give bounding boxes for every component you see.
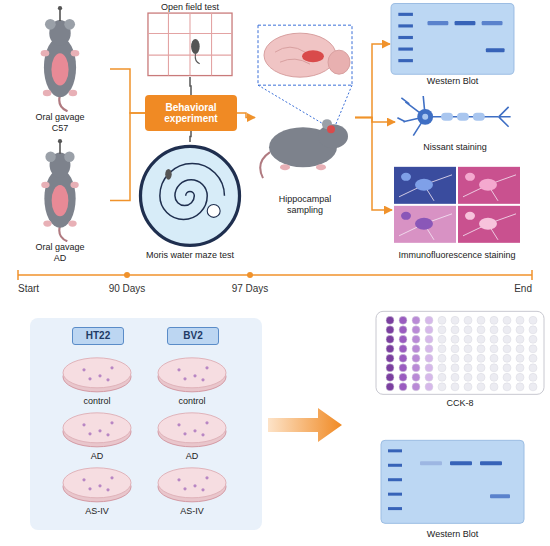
node-text: Western Blot bbox=[427, 529, 478, 539]
node-text: control bbox=[178, 396, 205, 406]
illustration bbox=[10, 5, 110, 112]
illustration bbox=[155, 462, 229, 506]
illustration bbox=[155, 352, 229, 396]
node-text: Nissant staining bbox=[423, 142, 487, 152]
timeline-label: Start bbox=[18, 283, 39, 294]
illustration bbox=[145, 12, 235, 77]
culture-dish: AD bbox=[60, 407, 134, 461]
illustration bbox=[10, 138, 110, 242]
illustration bbox=[60, 407, 134, 451]
assay-figure: Nissant staining bbox=[395, 92, 515, 152]
illustration bbox=[155, 462, 229, 506]
node-text: AS-IV bbox=[85, 506, 109, 516]
cell-line-box: HT22 bbox=[72, 327, 124, 345]
illustration bbox=[255, 20, 355, 194]
illustration bbox=[395, 92, 515, 142]
node-text: AS-IV bbox=[180, 506, 204, 516]
culture-dish: AS-IV bbox=[155, 462, 229, 516]
assay-figure: CCK-8 bbox=[375, 308, 545, 408]
node-text: Western Blot bbox=[427, 76, 478, 86]
process-box: Behavioral experiment bbox=[145, 95, 237, 131]
assay-figure: Immunofluorescence staining bbox=[392, 160, 522, 260]
illustration bbox=[390, 2, 515, 76]
node-text: AD bbox=[186, 451, 199, 461]
illustration bbox=[395, 92, 515, 142]
illustration bbox=[60, 352, 134, 396]
connector bbox=[190, 131, 191, 142]
illustration bbox=[375, 308, 545, 398]
illustration bbox=[255, 20, 355, 194]
sampling-figure: Hippocampal sampling bbox=[255, 20, 355, 215]
timeline-label: 90 Days bbox=[109, 283, 146, 294]
timeline-label: End bbox=[514, 283, 532, 294]
illustration bbox=[390, 2, 515, 76]
illustration bbox=[10, 5, 110, 112]
illustration bbox=[60, 462, 134, 506]
illustration bbox=[132, 142, 248, 250]
assay-figure: Western Blot bbox=[390, 2, 515, 86]
culture-dish: control bbox=[60, 352, 134, 406]
illustration bbox=[155, 352, 229, 396]
timeline-tick bbox=[531, 270, 533, 280]
cell-line-box: BV2 bbox=[167, 327, 219, 345]
big-arrow bbox=[268, 408, 342, 442]
node-text: Oral gavage AD bbox=[29, 242, 91, 263]
node-text: AD bbox=[91, 451, 104, 461]
node-text: Behavioral experiment bbox=[148, 102, 234, 125]
culture-dish: control bbox=[155, 352, 229, 406]
illustration bbox=[392, 160, 522, 250]
timeline-label: 97 Days bbox=[232, 283, 269, 294]
culture-dish: AS-IV bbox=[60, 462, 134, 516]
test-figure: Moris water maze test bbox=[132, 142, 248, 260]
illustration bbox=[60, 462, 134, 506]
timeline-dot bbox=[247, 272, 253, 278]
connector bbox=[355, 44, 390, 118]
node-text: Hippocampal sampling bbox=[269, 194, 341, 215]
test-figure: Open field test bbox=[145, 2, 235, 77]
illustration bbox=[60, 407, 134, 451]
illustration bbox=[380, 435, 525, 529]
node-text: Oral gavage C57 bbox=[29, 112, 91, 133]
illustration bbox=[145, 12, 235, 77]
connector bbox=[355, 118, 392, 211]
timeline bbox=[18, 274, 532, 276]
timeline-tick bbox=[17, 270, 19, 280]
timeline-dot bbox=[124, 272, 130, 278]
node-text: BV2 bbox=[183, 330, 202, 342]
assay-figure: Western Blot bbox=[380, 435, 525, 539]
illustration bbox=[60, 352, 134, 396]
node-text: control bbox=[83, 396, 110, 406]
illustration bbox=[375, 308, 545, 398]
cell-panel bbox=[30, 318, 262, 530]
node-text: Moris water maze test bbox=[146, 250, 234, 260]
node-text: HT22 bbox=[86, 330, 110, 342]
illustration bbox=[155, 407, 229, 451]
node-text: Open field test bbox=[161, 2, 219, 12]
illustration bbox=[10, 138, 110, 242]
connector bbox=[190, 77, 191, 95]
node-text: CCK-8 bbox=[446, 398, 473, 408]
illustration bbox=[132, 142, 248, 250]
culture-dish: AD bbox=[155, 407, 229, 461]
illustration bbox=[155, 407, 229, 451]
illustration bbox=[392, 160, 522, 250]
illustration bbox=[380, 435, 525, 529]
connector bbox=[110, 69, 145, 113]
connector bbox=[237, 113, 255, 118]
mouse-group: Oral gavage C57 bbox=[10, 5, 110, 133]
mouse-group: Oral gavage AD bbox=[10, 138, 110, 263]
node-text: Immunofluorescence staining bbox=[398, 250, 515, 260]
